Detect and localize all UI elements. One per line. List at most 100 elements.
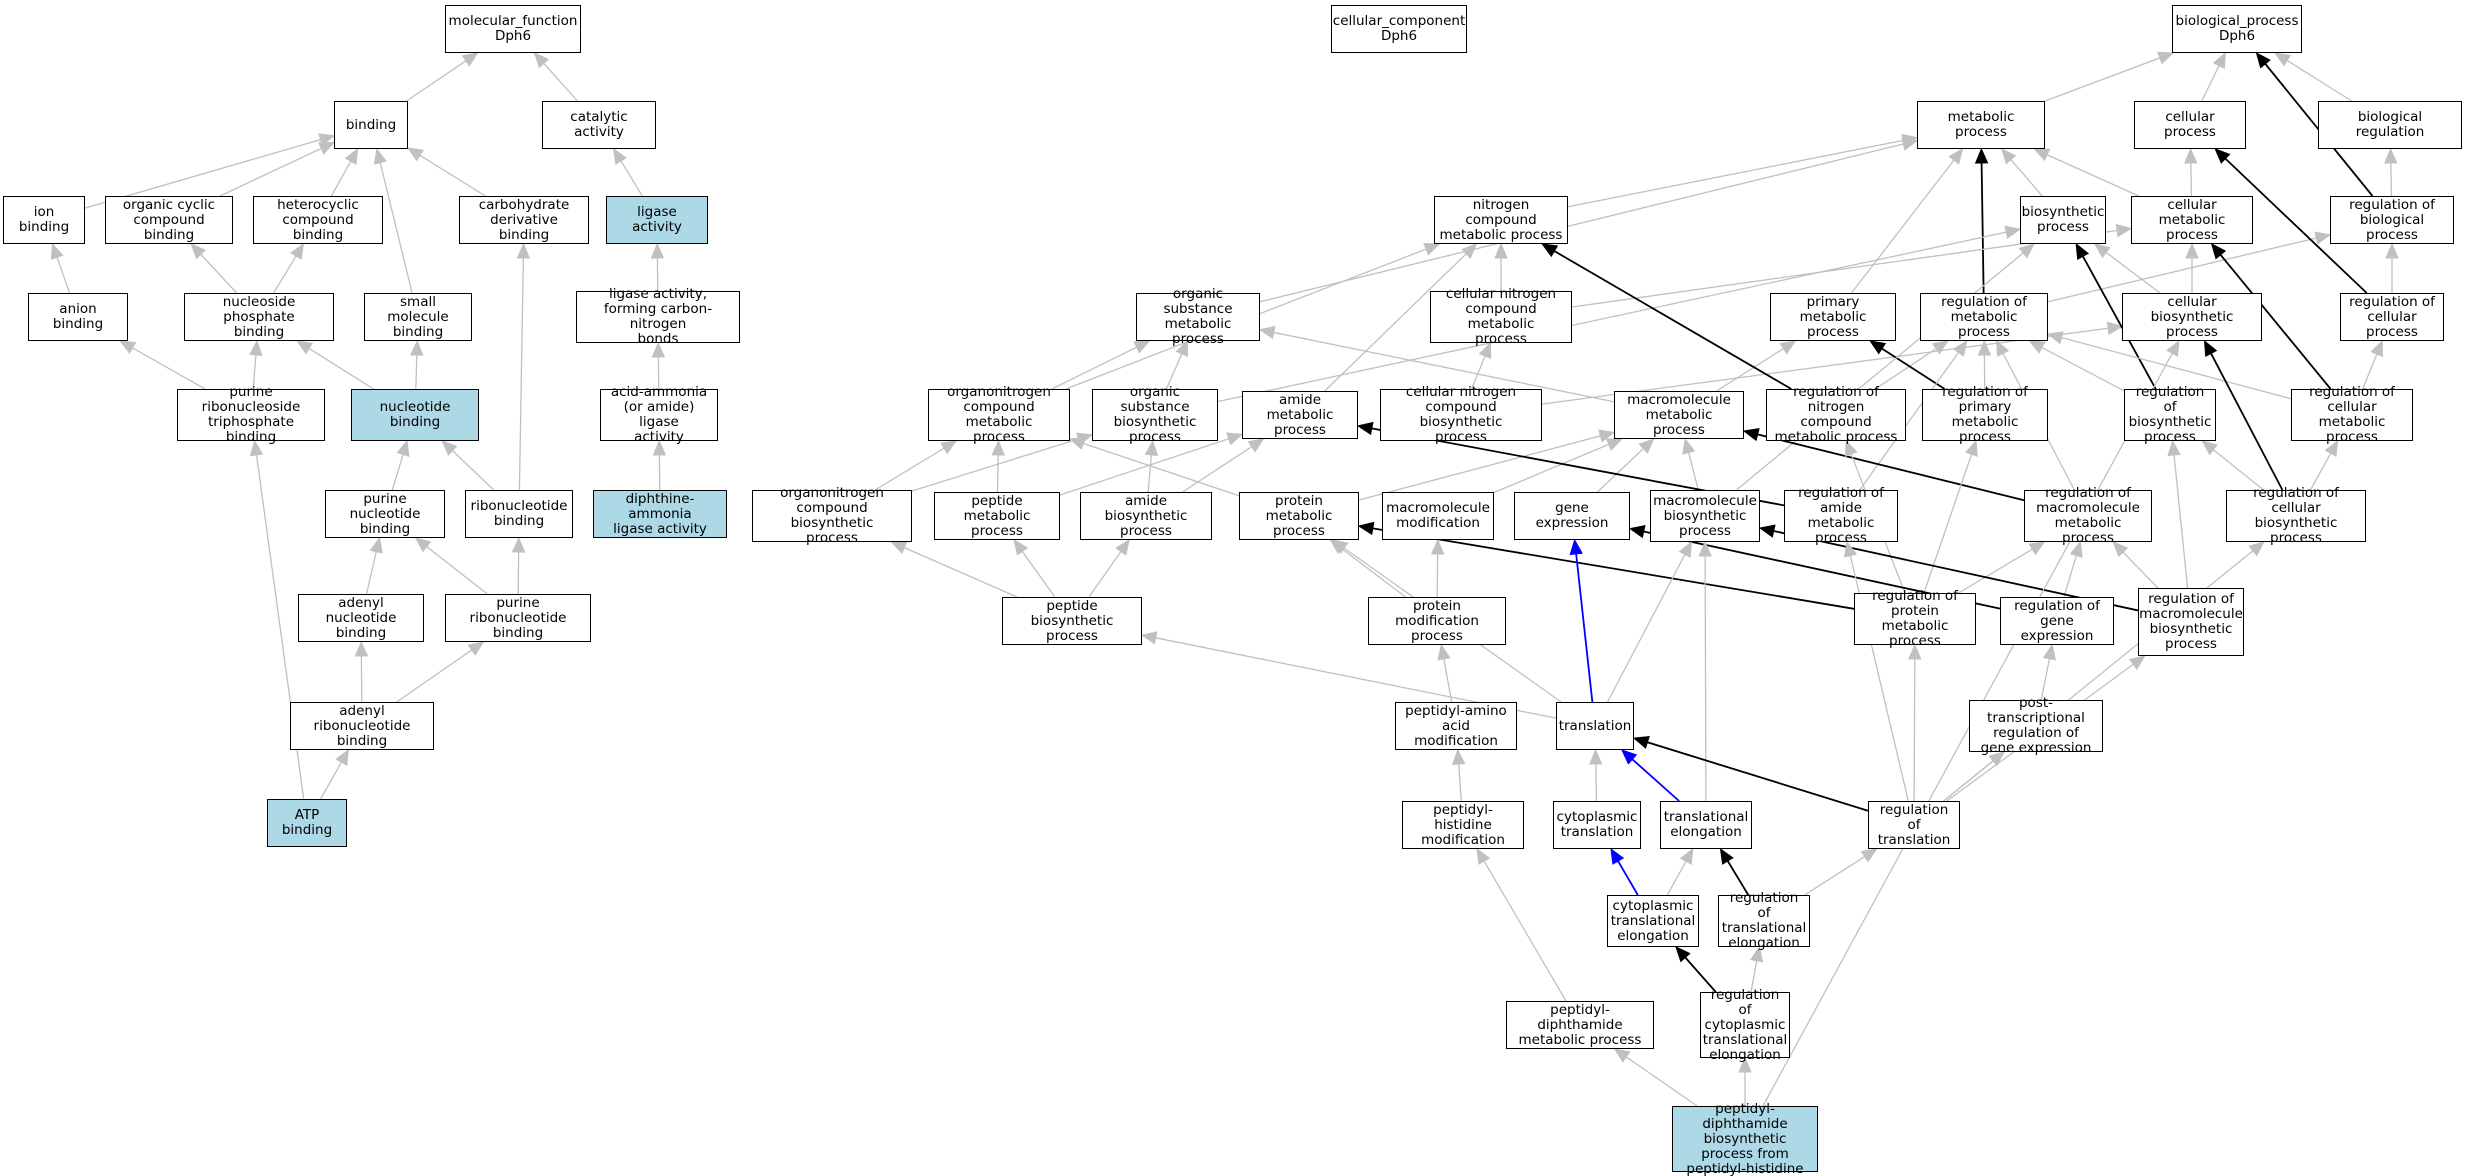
node-regulation-of-cellular-process[interactable]: regulation of cellular process [2340, 293, 2444, 341]
node-regulation-of-biosynthetic-process[interactable]: regulation of biosynthetic process [2124, 385, 2216, 445]
node-macromolecule-biosynthetic-process[interactable]: macromolecule biosynthetic process [1650, 490, 1760, 542]
node-purine-ribonucleoside-triphosphate-binding[interactable]: purine ribonucleoside triphosphate bindi… [177, 385, 325, 445]
node-translation[interactable]: translation [1556, 702, 1634, 750]
node-adenyl-nucleotide-binding[interactable]: adenyl nucleotide binding [298, 594, 424, 642]
arrowhead-regulation_of_cellular_biosynthetic_process-to-regulation_of_cellular_metabolic_process [2324, 439, 2339, 457]
node-biological-regulation[interactable]: biological regulation [2318, 101, 2462, 149]
node-regulation-of-primary-metabolic-process[interactable]: regulation of primary metabolic process [1922, 385, 2048, 445]
node-ligase-activity[interactable]: ligase activity [606, 196, 708, 244]
node-biosynthetic-process[interactable]: biosynthetic process [2020, 196, 2106, 244]
node-regulation-of-biological-process[interactable]: regulation of biological process [2330, 196, 2454, 244]
edge-regulation_of_cellular_biosynthetic_process-to-regulation_of_biosynthetic_process [2212, 449, 2264, 491]
node-cellular-process[interactable]: cellular process [2134, 101, 2246, 149]
node-carbohydrate-derivative-binding[interactable]: carbohydrate derivative binding [459, 196, 589, 244]
node-amide-metabolic-process[interactable]: amide metabolic process [1242, 391, 1358, 439]
node-regulation-of-translational-elongation[interactable]: regulation of translational elongation [1718, 891, 1810, 951]
node-regulation-of-cytoplasmic-translational-elongation[interactable]: regulation of cytoplasmic translational … [1700, 987, 1790, 1062]
node-organonitrogen-compound-metabolic-process[interactable]: organonitrogen compound metabolic proces… [928, 385, 1070, 445]
edge-protein_metabolic_process-to-macromolecule_metabolic_process [1358, 435, 1601, 501]
arrowhead-ribonucleotide_binding-to-nucleotide_binding [441, 440, 458, 456]
node-peptidyl-amino-acid-modification[interactable]: peptidyl-amino acid modification [1395, 702, 1517, 750]
edge-regulation_of_nitrogen_compound_metabolic_process-to-regulation_of_metabolic_process [1874, 348, 1937, 390]
arrowhead-anion_binding-to-ion_binding [50, 242, 64, 260]
node-cellular-component-root[interactable]: cellular_component Dph6 [1331, 5, 1467, 53]
arrowhead-organic_substance_biosynthetic_process-to-organic_substance_metabolic_process [1175, 339, 1188, 357]
node-ligase-cn-bonds[interactable]: ligase activity, forming carbon-nitrogen… [576, 287, 740, 347]
node-post-transcriptional-regulation[interactable]: post-transcriptional regulation of gene … [1969, 696, 2103, 756]
node-organic-substance-biosynthetic-process[interactable]: organic substance biosynthetic process [1092, 385, 1218, 445]
node-biological-process-root[interactable]: biological_process Dph6 [2172, 5, 2302, 53]
edge-adenyl_nucleotide_binding-to-purine_nucleotide_binding [365, 551, 377, 595]
arrowhead-carbohydrate_derivative_binding-to-binding [406, 147, 424, 162]
arrowhead-peptidyl_diphthamide_biosynthetic_from_histidine-to-peptidyl_diphthamide_metabolic_process [1613, 1048, 1631, 1063]
node-cellular-nitrogen-compound-metabolic-process[interactable]: cellular nitrogen compound metabolic pro… [1430, 287, 1572, 347]
node-catalytic-activity[interactable]: catalytic activity [542, 101, 656, 149]
node-regulation-of-nitrogen-compound-metabolic-process[interactable]: regulation of nitrogen compound metaboli… [1766, 385, 1906, 445]
node-heterocyclic-compound-binding[interactable]: heterocyclic compound binding [253, 196, 383, 244]
node-gene-expression[interactable]: gene expression [1514, 492, 1630, 540]
arrowhead-macromolecule_modification-to-macromolecule_metabolic_process [1605, 438, 1623, 451]
node-regulation-of-macromolecule-biosynthetic-process[interactable]: regulation of macromolecule biosynthetic… [2138, 588, 2244, 656]
node-metabolic-process[interactable]: metabolic process [1917, 101, 2045, 149]
node-organic-substance-metabolic-process[interactable]: organic substance metabolic process [1136, 287, 1260, 347]
node-acid-ammonia-ligase[interactable]: acid-ammonia (or amide) ligase activity [600, 385, 718, 445]
node-nucleotide-binding[interactable]: nucleotide binding [351, 389, 479, 441]
arrowhead-purine_ribonucleoside_triphosphate_binding-to-nucleoside_phosphate_binding [249, 339, 263, 357]
node-primary-metabolic-process[interactable]: primary metabolic process [1770, 293, 1896, 341]
node-cellular-metabolic-process[interactable]: cellular metabolic process [2131, 196, 2253, 244]
node-peptide-metabolic-process[interactable]: peptide metabolic process [934, 492, 1060, 540]
node-small-molecule-binding[interactable]: small molecule binding [364, 293, 472, 341]
node-anion-binding[interactable]: anion binding [28, 293, 128, 341]
node-peptide-biosynthetic-process[interactable]: peptide biosynthetic process [1002, 597, 1142, 645]
node-regulation-of-amide-metabolic-process[interactable]: regulation of amide metabolic process [1784, 486, 1898, 546]
edge-regulation_of_macromolecule_metabolic_process-to-macromolecule_metabolic_process [1757, 433, 2025, 502]
node-regulation-of-metabolic-process[interactable]: regulation of metabolic process [1920, 293, 2048, 341]
edge-peptidyl_histidine_modification-to-peptidyl_amino_acid_modification [1458, 763, 1462, 802]
node-protein-modification-process[interactable]: protein modification process [1368, 597, 1506, 645]
node-regulation-of-cellular-biosynthetic-process[interactable]: regulation of cellular biosynthetic proc… [2226, 486, 2366, 546]
node-amide-biosynthetic-process[interactable]: amide biosynthetic process [1080, 492, 1212, 540]
node-peptidyl-diphthamide-metabolic-process[interactable]: peptidyl-diphthamide metabolic process [1506, 1001, 1654, 1049]
node-purine-nucleotide-binding[interactable]: purine nucleotide binding [325, 490, 445, 538]
node-diphthine-ammonia-ligase[interactable]: diphthine-ammonia ligase activity [593, 490, 727, 538]
arrowhead-regulation_of_translation-to-translation [1632, 735, 1650, 749]
node-translational-elongation[interactable]: translational elongation [1660, 801, 1752, 849]
node-cellular-biosynthetic-process[interactable]: cellular biosynthetic process [2122, 293, 2262, 341]
arrowhead-regulation_of_primary_metabolic_process-to-primary_metabolic_process [1869, 340, 1887, 355]
node-regulation-of-translation[interactable]: regulation of translation [1868, 801, 1960, 849]
node-regulation-of-protein-metabolic-process[interactable]: regulation of protein metabolic process [1854, 589, 1976, 649]
node-peptidyl-diphthamide-biosynthetic-from-histidine[interactable]: peptidyl-diphthamide biosynthetic proces… [1672, 1101, 1818, 1176]
node-molecular-function-root[interactable]: molecular_function Dph6 [445, 5, 581, 53]
node-cytoplasmic-translation[interactable]: cytoplasmic translation [1553, 801, 1641, 849]
node-regulation-of-macromolecule-metabolic-process[interactable]: regulation of macromolecule metabolic pr… [2024, 486, 2152, 546]
edge-regulation_of_cellular_metabolic_process-to-regulation_of_metabolic_process [2061, 337, 2292, 400]
node-macromolecule-modification[interactable]: macromolecule modification [1382, 492, 1494, 540]
edge-macromolecule_biosynthetic_process-to-macromolecule_metabolic_process [1688, 452, 1699, 491]
node-cytoplasmic-translational-elongation[interactable]: cytoplasmic translational elongation [1607, 895, 1699, 947]
node-peptidyl-histidine-modification[interactable]: peptidyl-histidine modification [1402, 801, 1524, 849]
node-ribonucleotide-binding[interactable]: ribonucleotide binding [465, 490, 573, 538]
node-organic-cyclic-compound-binding[interactable]: organic cyclic compound binding [105, 196, 233, 244]
node-nitrogen-compound-metabolic-process[interactable]: nitrogen compound metabolic process [1434, 196, 1568, 244]
node-organonitrogen-compound-biosynthetic-process[interactable]: organonitrogen compound biosynthetic pro… [752, 486, 912, 546]
arrowhead-purine_ribonucleoside_triphosphate_binding-to-anion_binding [119, 340, 137, 355]
node-macromolecule-metabolic-process[interactable]: macromolecule metabolic process [1614, 391, 1744, 439]
arrowhead-nucleotide_binding-to-nucleoside_phosphate_binding [296, 340, 314, 355]
node-purine-ribonucleotide-binding[interactable]: purine ribonucleotide binding [445, 594, 591, 642]
node-protein-metabolic-process[interactable]: protein metabolic process [1239, 492, 1359, 540]
node-binding[interactable]: binding [334, 101, 408, 149]
edge-regulation_of_protein_metabolic_process-to-regulation_of_primary_metabolic_process [1923, 454, 1973, 594]
node-regulation-of-gene-expression[interactable]: regulation of gene expression [2000, 597, 2114, 645]
node-adenyl-ribonucleotide-binding[interactable]: adenyl ribonucleotide binding [290, 702, 434, 750]
edge-regulation_of_cytoplasmic_translational_elongation-to-regulation_of_translational_elongation [1750, 960, 1758, 993]
node-cellular-nitrogen-compound-biosynthetic-process[interactable]: cellular nitrogen compound biosynthetic … [1380, 385, 1542, 445]
node-nucleoside-phosphate-binding[interactable]: nucleoside phosphate binding [184, 293, 334, 341]
node-ion-binding[interactable]: ion binding [3, 196, 85, 244]
edge-organic_cyclic_compound_binding-to-binding [219, 147, 322, 197]
node-regulation-of-cellular-metabolic-process[interactable]: regulation of cellular metabolic process [2291, 385, 2413, 445]
edge-catalytic_activity-to-mf_root [543, 62, 578, 102]
node-atp-binding[interactable]: ATP binding [267, 799, 347, 847]
edge-carbohydrate_derivative_binding-to-binding [419, 154, 486, 197]
